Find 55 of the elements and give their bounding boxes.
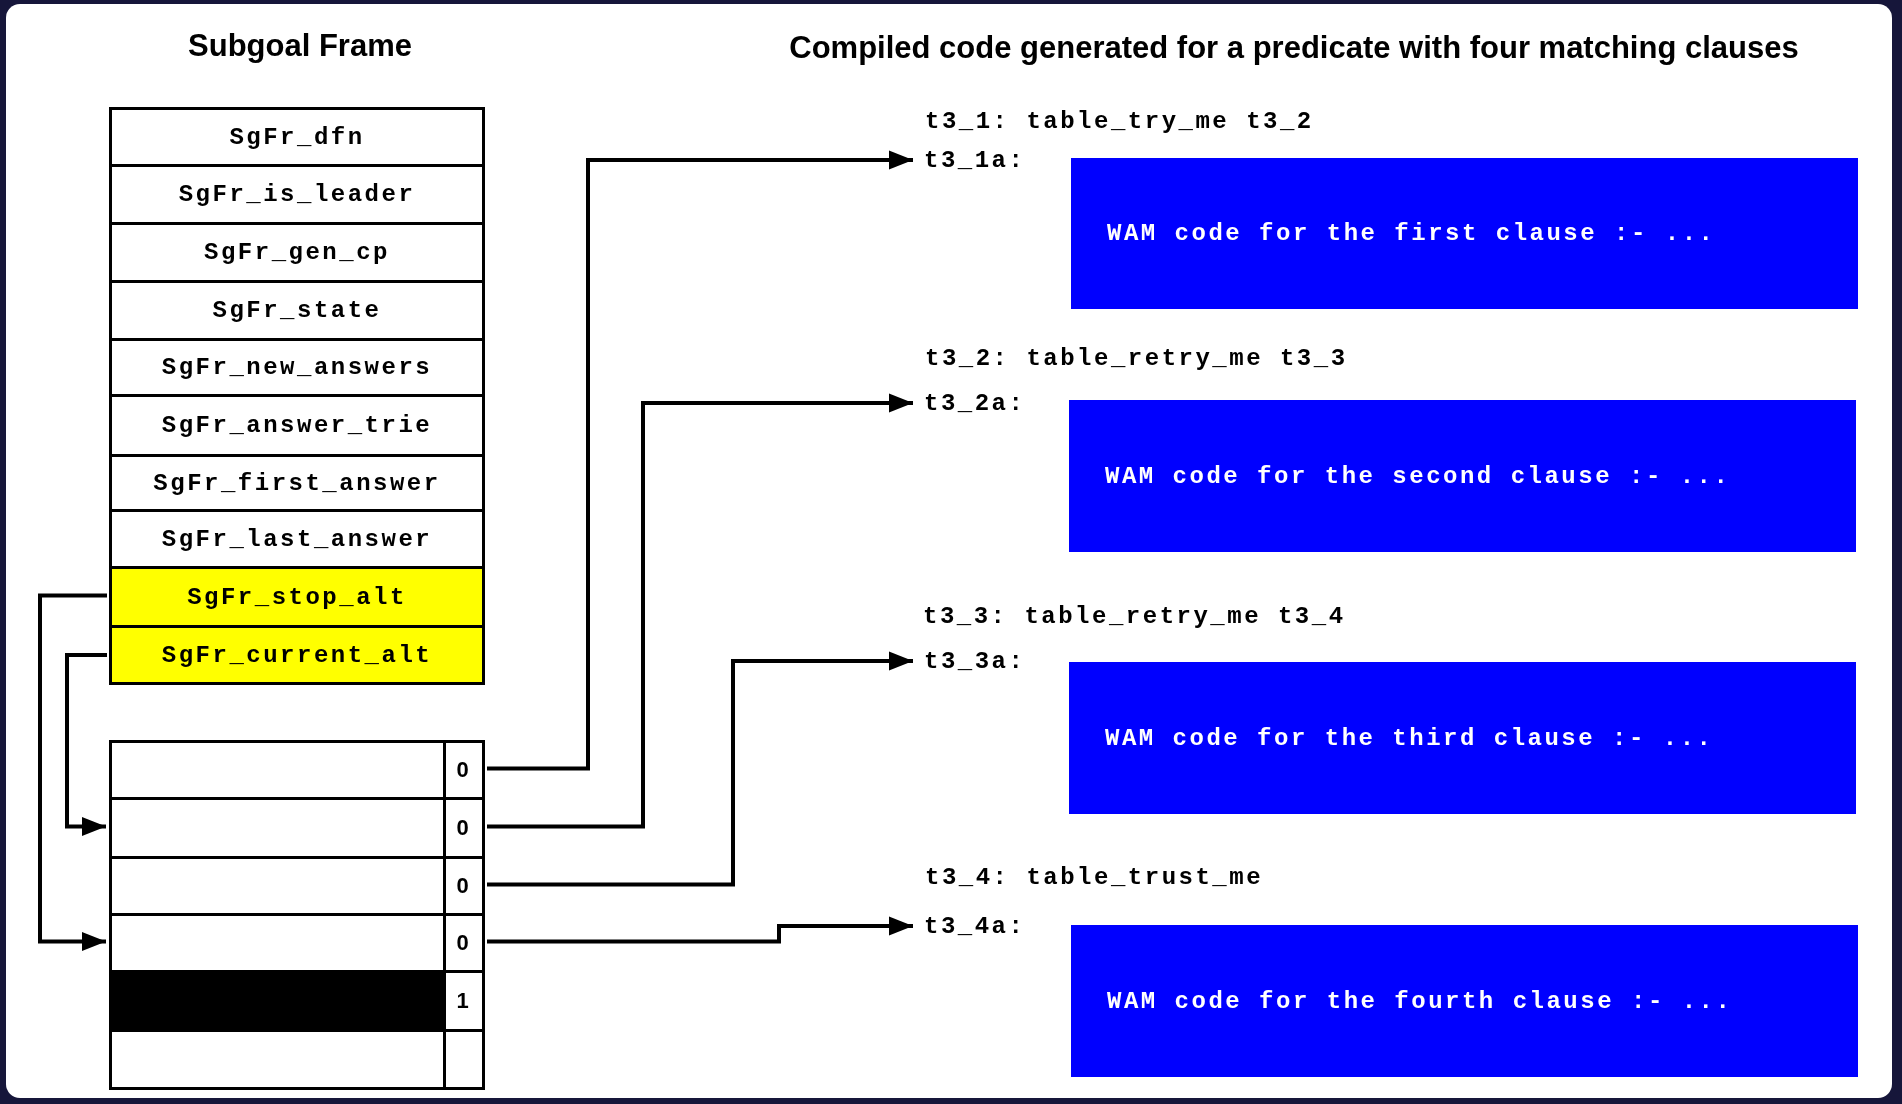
instruction-label: t3_3: table_retry_me t3_4 xyxy=(923,602,1346,630)
heading: Compiled code generated for a predicate with four matching clauses xyxy=(789,30,1799,66)
label-text: t3_3a: xyxy=(924,647,1026,675)
field-name: SgFr_gen_cp xyxy=(204,239,390,266)
frame-field-row xyxy=(109,222,485,280)
heading: Subgoal Frame xyxy=(188,28,412,64)
code-text: WAM code for the fourth clause :- ... xyxy=(1107,987,1733,1015)
alternative-slot-row xyxy=(109,913,485,970)
slot-value: 0 xyxy=(456,873,469,899)
frame-field-row xyxy=(109,566,485,625)
slot-value: 1 xyxy=(456,988,469,1014)
frame-field-row xyxy=(109,338,485,394)
frame-field-row xyxy=(109,394,485,454)
slot-value: 0 xyxy=(456,757,469,783)
frame-field-row xyxy=(109,280,485,338)
field-name: SgFr_is_leader xyxy=(178,181,416,208)
code-block xyxy=(1071,158,1858,309)
instruction-label: t3_1: table_try_me t3_2 xyxy=(925,107,1314,135)
code-text: WAM code for the first clause :- ... xyxy=(1107,220,1716,247)
alternative-slot-row xyxy=(109,1029,485,1090)
alternative-slot-row xyxy=(109,856,485,913)
field-name: SgFr_answer_trie xyxy=(161,412,433,439)
arrow xyxy=(487,916,913,944)
field-name: SgFr_dfn xyxy=(229,123,365,151)
label-text: t3_2a: xyxy=(924,389,1026,417)
alternative-slot-row xyxy=(109,797,485,856)
frame-field-row xyxy=(109,625,485,685)
arrow xyxy=(38,593,107,952)
alternative-slot-row xyxy=(109,740,485,797)
instruction-label: t3_4: table_trust_me xyxy=(925,863,1264,891)
label-text: t3_4a: xyxy=(924,912,1026,940)
frame-field-row xyxy=(109,454,485,509)
arrow xyxy=(487,150,913,771)
arrow xyxy=(487,651,913,887)
instruction-label: t3_2: table_retry_me t3_3 xyxy=(925,344,1348,372)
field-name: SgFr_last_answer xyxy=(161,525,433,553)
alternative-slot-row xyxy=(109,970,485,1029)
field-name: SgFr_current_alt xyxy=(161,641,433,669)
field-name: SgFr_stop_alt xyxy=(187,583,407,611)
field-name: SgFr_state xyxy=(212,297,382,324)
frame-field-row xyxy=(109,107,485,164)
code-block xyxy=(1071,925,1858,1077)
code-block xyxy=(1069,400,1856,552)
slot-value: 0 xyxy=(456,815,469,841)
slot-value: 0 xyxy=(456,930,469,956)
code-text: WAM code for the second clause :- ... xyxy=(1105,462,1731,490)
arrow xyxy=(65,653,107,837)
label-text: t3_1a: xyxy=(924,146,1026,174)
arrow xyxy=(487,393,913,829)
code-text: WAM code for the third clause :- ... xyxy=(1105,724,1714,752)
frame-field-row xyxy=(109,509,485,566)
frame-field-row xyxy=(109,164,485,222)
field-name: SgFr_new_answers xyxy=(161,354,433,381)
field-name: SgFr_first_answer xyxy=(153,469,441,497)
code-block xyxy=(1069,662,1856,814)
